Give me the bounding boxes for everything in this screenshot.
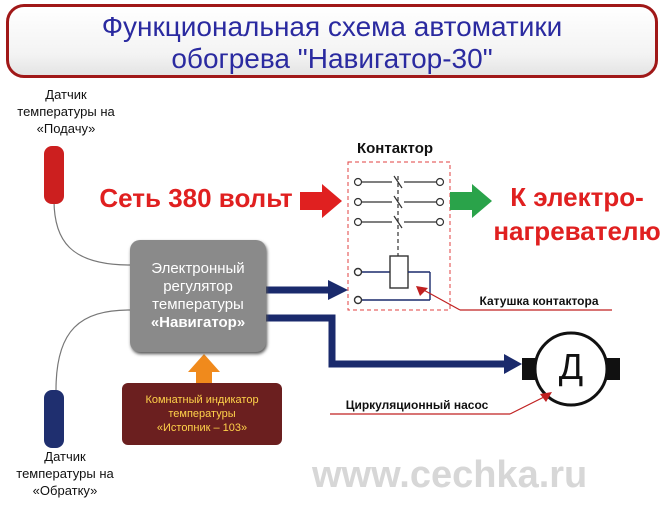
indicator-box: Комнатный индикатор температуры «Истопни… bbox=[122, 383, 282, 445]
supply-sensor bbox=[44, 146, 64, 204]
control-arrow-pump bbox=[504, 354, 522, 374]
control-arrow-coil bbox=[328, 280, 348, 300]
pump-label: Циркуляционный насос bbox=[345, 398, 489, 412]
supply-sensor-label: Датчик температуры на «Подачу» bbox=[17, 87, 115, 136]
watermark: www.cechka.ru bbox=[312, 454, 588, 496]
regulator-label-1: Электронный регулятор температуры bbox=[151, 260, 245, 313]
title-line-2: обогрева "Навигатор-30" bbox=[171, 43, 493, 74]
network-label: Сеть 380 вольт bbox=[99, 183, 293, 213]
title-banner: Функциональная схема автоматики обогрева… bbox=[6, 4, 658, 78]
return-sensor-label: Датчик температуры на «Обратку» bbox=[16, 449, 114, 498]
return-sensor bbox=[44, 390, 64, 448]
indicator-arrow bbox=[188, 354, 220, 383]
heater-arrow bbox=[450, 184, 492, 218]
pump-letter: Д bbox=[558, 346, 584, 387]
return-sensor-wire bbox=[55, 309, 131, 391]
control-line-pump bbox=[266, 314, 506, 368]
pump-motor-icon bbox=[533, 331, 609, 407]
regulator-label-2: «Навигатор» bbox=[150, 314, 246, 331]
contactor-coil bbox=[353, 255, 431, 305]
contactor-power-contacts bbox=[353, 175, 445, 262]
contactor-box bbox=[347, 161, 451, 311]
heater-label: К электро- нагревателю bbox=[493, 182, 661, 246]
title-line-1: Функциональная схема автоматики bbox=[101, 11, 563, 42]
coil-label: Катушка контактора bbox=[479, 294, 599, 308]
regulator-box: Электронный регулятор температуры «Навиг… bbox=[130, 240, 266, 352]
supply-sensor-wire bbox=[53, 199, 131, 266]
network-arrow bbox=[300, 184, 342, 218]
coil-callout bbox=[419, 287, 461, 311]
contactor-label: Контактор bbox=[356, 140, 434, 157]
